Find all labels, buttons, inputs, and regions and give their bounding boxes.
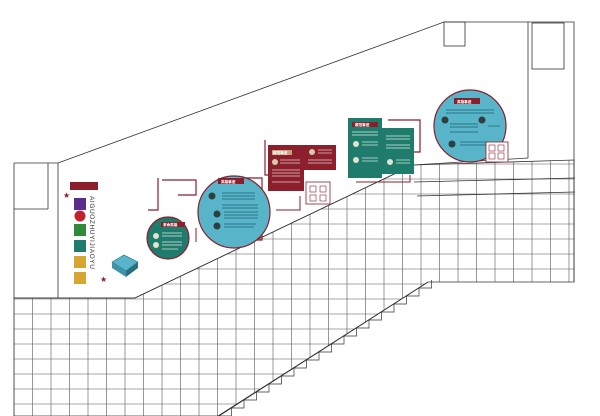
panel-2: 英雄事迹	[195, 175, 271, 249]
panel-5: 英雄事迹	[433, 89, 509, 163]
star-icon: ★	[63, 191, 70, 200]
portrait-icon	[353, 157, 359, 163]
panel-3: 模范事迹	[264, 140, 336, 211]
banner-top-bar	[70, 182, 98, 190]
lattice-pattern	[485, 141, 509, 163]
portrait-icon	[213, 222, 221, 230]
panel-4: 模范事迹	[348, 118, 421, 183]
portrait-icon	[448, 140, 456, 148]
step-profile	[219, 280, 432, 416]
book-icon	[111, 254, 139, 277]
lattice-pattern	[305, 181, 331, 205]
title-glyph-blocks	[74, 198, 86, 284]
panel-1: 革命英雄	[146, 178, 197, 260]
portrait-icon	[309, 149, 315, 155]
panel-4-label: 模范事迹	[355, 122, 370, 127]
portrait-icon	[272, 159, 278, 165]
portrait-icon	[213, 210, 221, 218]
star-icon: ★	[100, 275, 107, 284]
portrait-icon	[441, 116, 449, 124]
panel-1-label: 革命英雄	[163, 222, 178, 227]
portrait-icon	[153, 242, 159, 248]
panel-3-label: 模范事迹	[273, 150, 288, 155]
portrait-icon	[153, 233, 159, 239]
portrait-icon	[387, 159, 393, 165]
panel-2-label: 英雄事迹	[220, 179, 236, 184]
stair-edges	[13, 159, 576, 416]
vertical-pinyin-text: AIGUOZHUYIJIAOYU	[88, 196, 95, 270]
title-banner: ★ ★ AIGUOZHUYIJIAOYU	[63, 182, 107, 284]
portrait-icon	[208, 192, 216, 200]
panel-5-label: 英雄事迹	[456, 99, 472, 104]
portrait-icon	[478, 116, 486, 124]
portrait-icon	[353, 141, 359, 147]
stair-steps	[219, 280, 432, 416]
